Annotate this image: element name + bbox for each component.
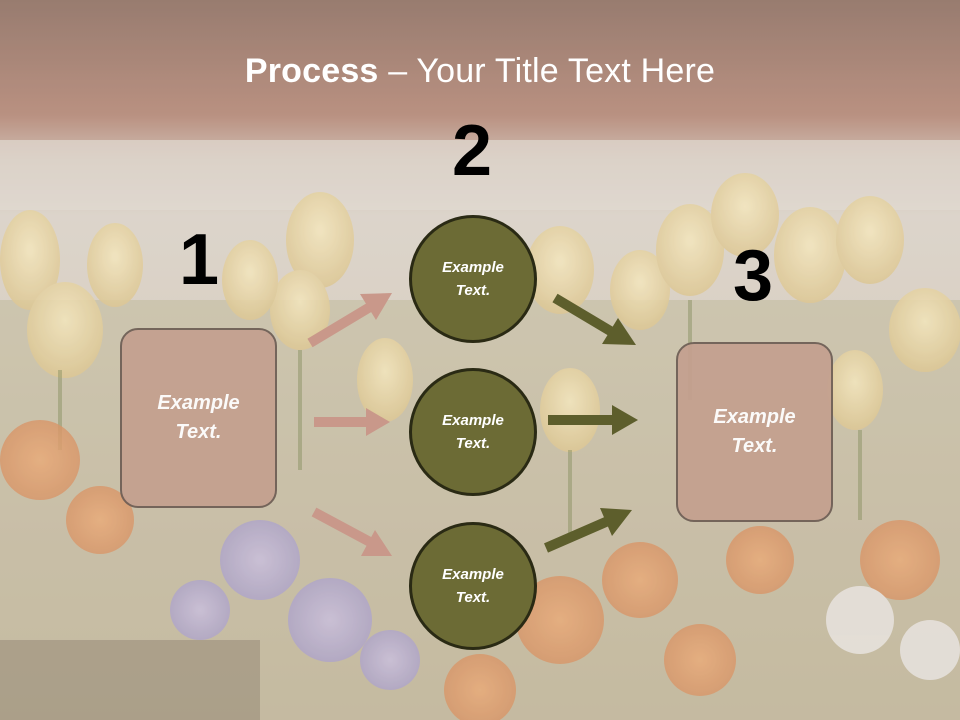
circle-top-line1: Example (442, 259, 504, 276)
circle-middle: Example Text. (409, 368, 537, 496)
left-box-line2: Text. (175, 421, 222, 443)
right-box-line2: Text. (731, 435, 778, 457)
circle-top: Example Text. (409, 215, 537, 343)
circle-bottom-line1: Example (442, 566, 504, 583)
step-number-3: 3 (732, 236, 774, 316)
left-box-line1: Example (157, 392, 240, 414)
slide-title: Process – Your Title Text Here (0, 52, 960, 91)
circle-middle-line2: Text. (455, 435, 491, 452)
step-number-1: 1 (178, 220, 220, 300)
circle-top-line2: Text. (455, 282, 491, 299)
right-box: Example Text. (676, 342, 833, 522)
left-box: Example Text. (120, 328, 277, 508)
title-rest: – Your Title Text Here (378, 52, 716, 90)
circle-bottom-line2: Text. (455, 589, 491, 606)
circle-bottom: Example Text. (409, 522, 537, 650)
circle-middle-line1: Example (442, 412, 504, 429)
right-box-line1: Example (713, 406, 796, 428)
step-number-2: 2 (451, 111, 493, 191)
title-bold: Process (244, 52, 379, 90)
